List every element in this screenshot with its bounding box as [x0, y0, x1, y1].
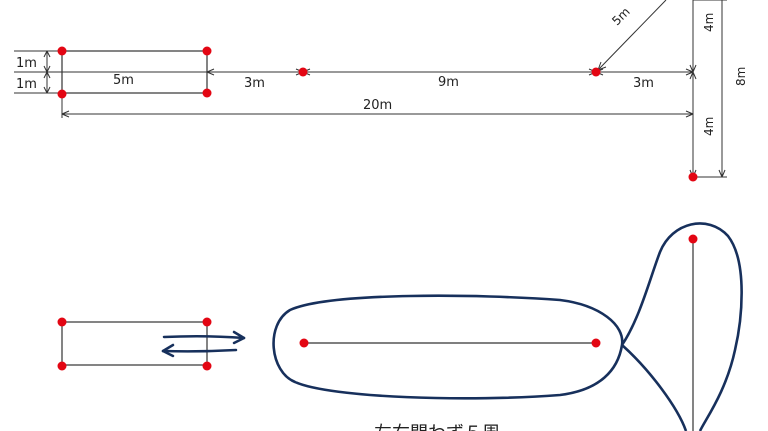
- middle-span-label: 9m: [438, 75, 459, 90]
- marker-box-bottom-left: [57, 89, 67, 99]
- gap-left-label: 3m: [244, 76, 265, 91]
- total-length-label: 20m: [363, 98, 392, 113]
- lower-start-box: [61, 321, 208, 366]
- top-course-layout: 1m 1m 5m 3m 9m 3m 20m: [14, 0, 748, 182]
- lower-marker-bottom-left: [57, 361, 67, 371]
- arrow-right-icon: [162, 330, 246, 345]
- height-lower-label: 1m: [16, 77, 37, 92]
- horizontal-loop-path: [272, 294, 624, 400]
- vertical-lower-label: 4m: [702, 117, 716, 136]
- vertical-dimension: [689, 0, 727, 178]
- height-upper-label: 1m: [16, 56, 37, 71]
- box-height-dimension: [14, 50, 62, 94]
- vertical-loop-path: [620, 222, 743, 431]
- vertical-upper-label: 4m: [702, 13, 716, 32]
- loop-marker-top: [688, 234, 698, 244]
- marker-center-left: [298, 67, 308, 77]
- vertical-total-label: 8m: [734, 67, 748, 86]
- diagonal-label: 5m: [609, 5, 633, 29]
- marker-center-right: [591, 67, 601, 77]
- lower-marker-bottom-right: [202, 361, 212, 371]
- gap-right-label: 3m: [633, 76, 654, 91]
- marker-box-top-right: [202, 46, 212, 56]
- loop-marker-right: [591, 338, 601, 348]
- lower-marker-top-right: [202, 317, 212, 327]
- arrow-left-icon: [161, 343, 238, 358]
- diagonal-dimension: [597, 0, 667, 71]
- rect-width-label: 5m: [113, 73, 134, 88]
- loop-marker-left: [299, 338, 309, 348]
- marker-bottom-right: [688, 172, 698, 182]
- bottom-course-layout: 左右問わず５周: [57, 222, 743, 431]
- marker-box-bottom-right: [202, 88, 212, 98]
- marker-box-top-left: [57, 46, 67, 56]
- lower-marker-top-left: [57, 317, 67, 327]
- laps-caption: 左右問わず５周: [374, 423, 500, 431]
